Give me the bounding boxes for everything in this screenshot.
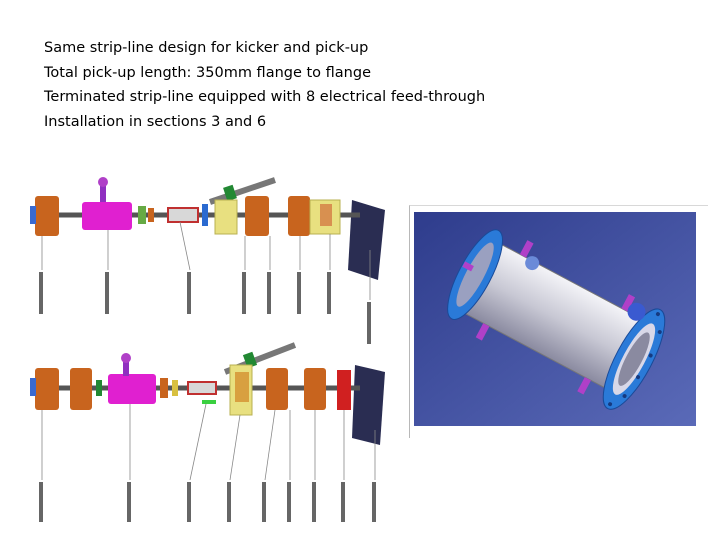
lower-beamline <box>30 342 376 522</box>
bullet-2: Total pick-up length: 350mm flange to fl… <box>44 64 372 81</box>
upper-beamline <box>30 177 371 344</box>
bullet-4: Installation in sections 3 and 6 <box>44 113 267 130</box>
bullet-list: Same strip-line design for kicker and pi… <box>44 36 485 134</box>
cad-render-frame <box>409 205 708 438</box>
dark-panel-lower <box>352 365 385 445</box>
beamline-layout-image <box>30 177 385 522</box>
dark-panel-upper <box>348 200 385 280</box>
bullet-3: Terminated strip-line equipped with 8 el… <box>44 89 486 105</box>
pickup-cad-render-image <box>414 212 696 426</box>
bullet-1: Same strip-line design for kicker and pi… <box>44 40 369 56</box>
